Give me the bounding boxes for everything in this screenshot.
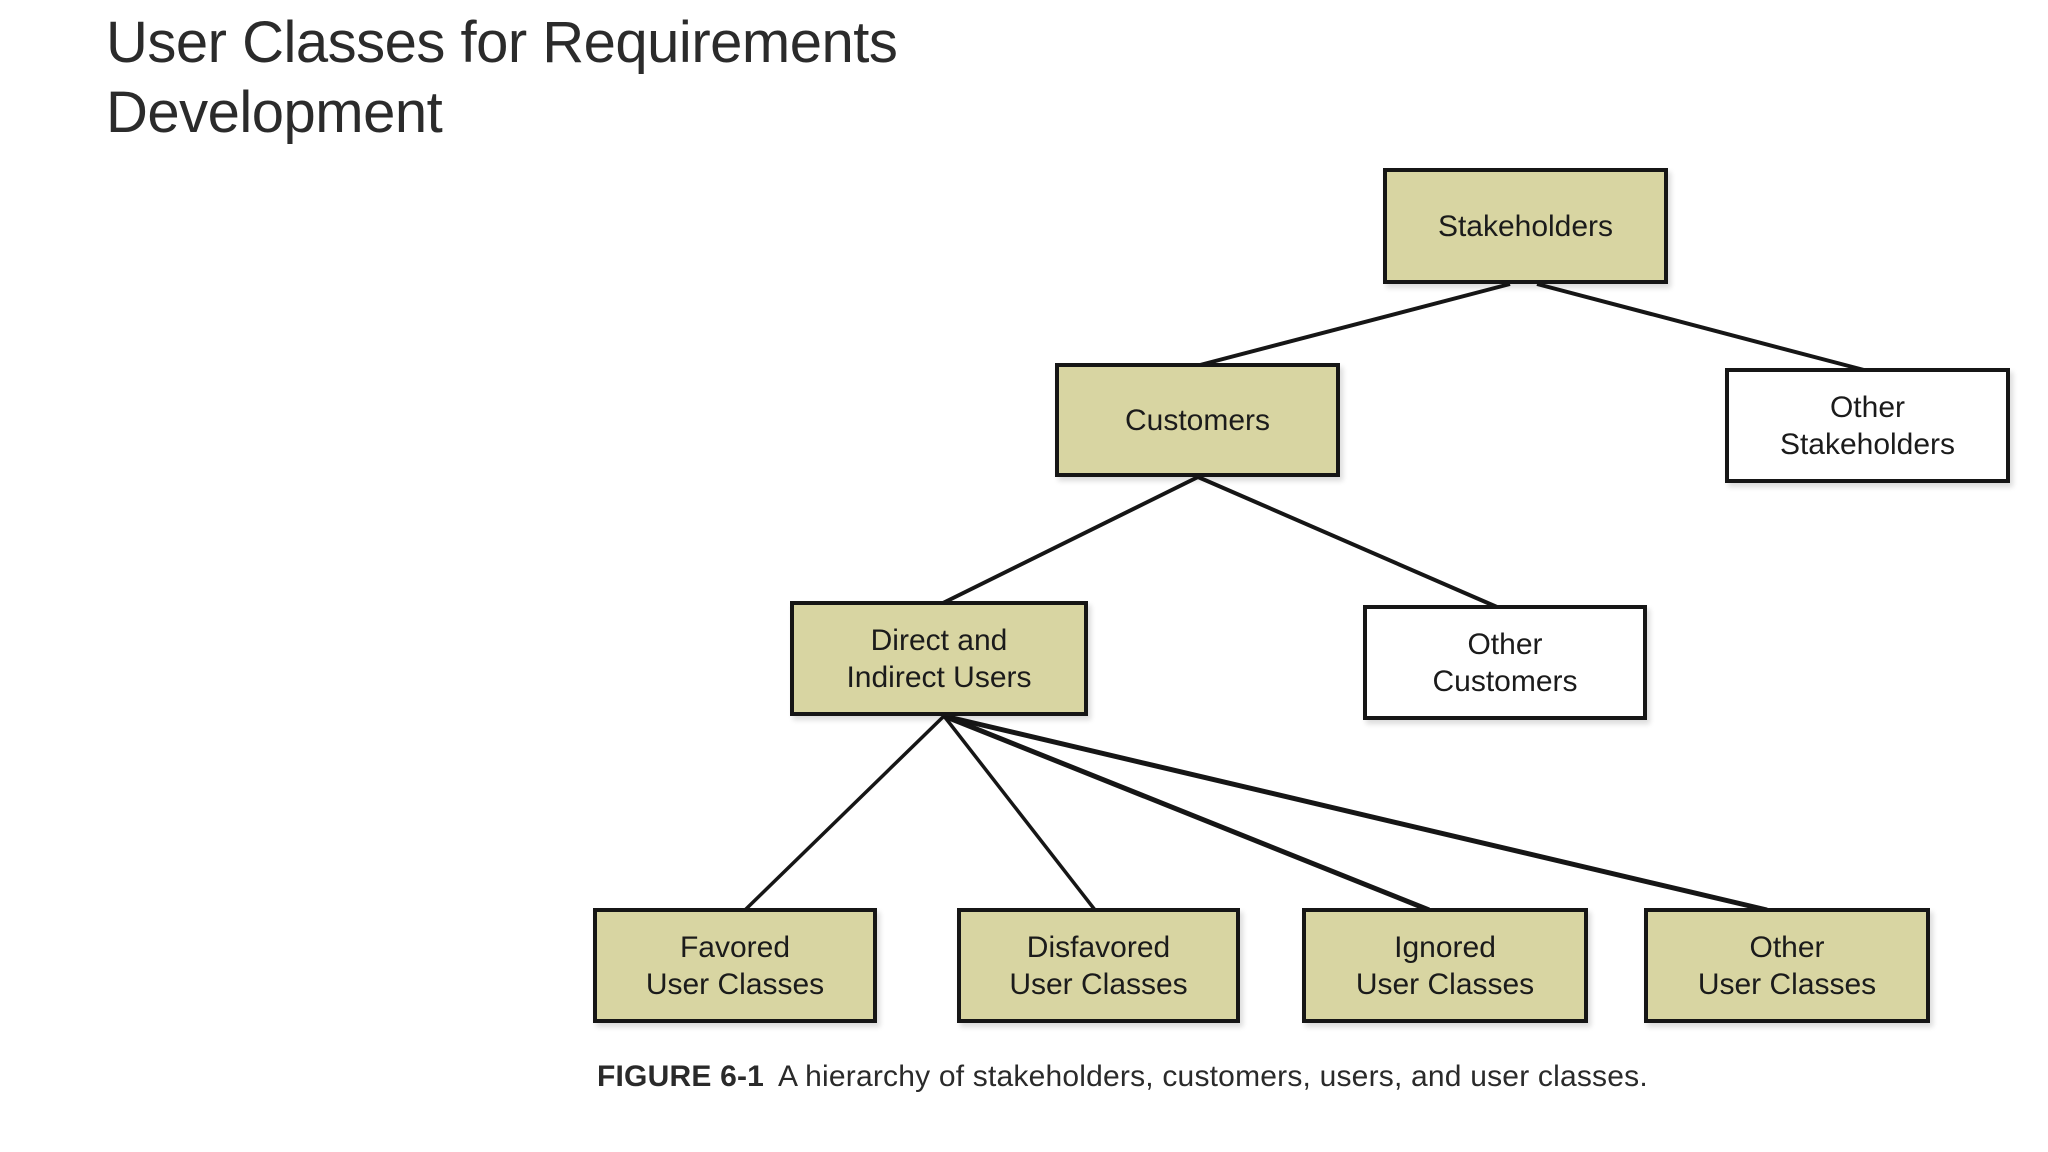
node-other-stakeholders: Other Stakeholders [1725,368,2010,483]
slide-title: User Classes for Requirements Developmen… [106,10,898,145]
edge-direct-indirect-disfavored [942,714,1097,912]
node-other-user-classes: Other User Classes [1644,908,1930,1023]
node-disfavored-user-classes: Disfavored User Classes [957,908,1240,1023]
figure-caption-text: A hierarchy of stakeholders, customers, … [778,1060,1648,1093]
node-stakeholders: Stakeholders [1383,168,1668,284]
figure-caption-label: FIGURE 6-1 [597,1060,765,1093]
edge-direct-indirect-favored [743,714,946,912]
edge-stakeholders-customers [1199,282,1511,367]
figure-caption: FIGURE 6-1 A hierarchy of stakeholders, c… [597,1058,1648,1096]
edge-customers-direct-indirect [942,475,1199,605]
node-favored-user-classes: Favored User Classes [593,908,877,1023]
edge-direct-indirect-other-user-classes [943,713,1768,913]
node-ignored-user-classes: Ignored User Classes [1302,908,1588,1023]
edge-customers-other-customers [1197,475,1498,609]
edge-stakeholders-other-stakeholders [1536,282,1865,372]
node-direct-and-indirect-users: Direct and Indirect Users [790,601,1088,716]
edge-direct-indirect-ignored [943,713,1430,913]
node-customers: Customers [1055,363,1340,477]
node-other-customers: Other Customers [1363,605,1647,720]
